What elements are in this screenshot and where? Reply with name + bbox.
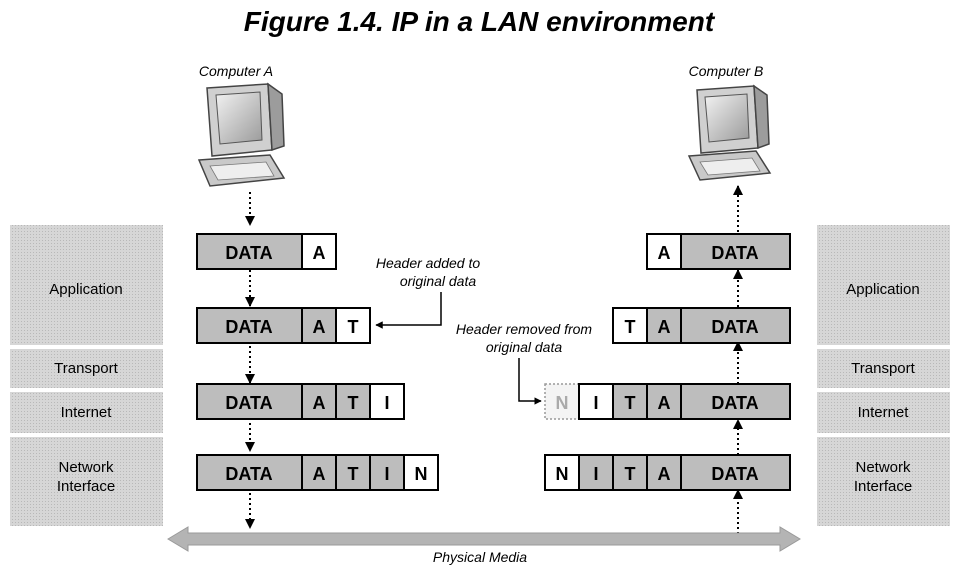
header-n (403, 454, 439, 491)
header-a (301, 454, 337, 491)
header-t-label: T (625, 464, 636, 484)
left-packet-internet: DATA A T I (196, 383, 405, 420)
right-application-label: Application (846, 281, 919, 298)
computer-a-icon (197, 82, 286, 187)
header-a-label: A (658, 317, 671, 337)
left-packet-transport: DATA A T (196, 307, 371, 344)
callout-added-line1: Header added to (376, 255, 481, 271)
data-block (196, 307, 303, 344)
data-block (196, 233, 303, 270)
header-a (646, 454, 682, 491)
callout-header-added: Header added to original data (375, 255, 481, 329)
left-internet-cell (10, 392, 163, 433)
computer-b-label: Computer B (689, 63, 764, 79)
right-internet-label: Internet (858, 404, 910, 421)
callout-added-arrow (375, 292, 442, 329)
header-i-label: I (384, 464, 389, 484)
data-label: DATA (711, 243, 758, 263)
header-t (612, 454, 648, 491)
left-transport-label: Transport (54, 360, 118, 377)
data-label: DATA (225, 464, 272, 484)
header-i (369, 383, 405, 420)
header-t (335, 454, 371, 491)
header-a-label: A (658, 464, 671, 484)
header-a-label: A (313, 243, 326, 263)
right-transport-label: Transport (851, 360, 915, 377)
header-t-label: T (348, 464, 359, 484)
header-t-label: T (348, 393, 359, 413)
callout-added-line2: original data (400, 273, 476, 289)
physical-media: Physical Media (167, 526, 801, 565)
callout-removed-line1: Header removed from (456, 321, 593, 337)
header-i-label: I (593, 464, 598, 484)
right-application-cell (817, 225, 950, 345)
left-layer-panel: Application Transport Internet Network I… (10, 225, 163, 526)
data-label: DATA (225, 393, 272, 413)
right-transport-cell (817, 349, 950, 388)
left-packet-application: DATA A (196, 233, 337, 270)
header-a-label: A (313, 317, 326, 337)
left-network-label-line1: Network (58, 459, 114, 476)
header-t (335, 383, 371, 420)
header-a-label: A (658, 243, 671, 263)
header-a (301, 233, 337, 270)
removed-header-n-label: N (556, 393, 569, 413)
computer-a-label: Computer A (199, 63, 273, 79)
header-a (301, 307, 337, 344)
data-label: DATA (225, 317, 272, 337)
header-i-label: I (593, 393, 598, 413)
header-t (612, 383, 648, 420)
physical-media-label: Physical Media (433, 549, 527, 565)
right-layer-panel: Application Transport Internet Network I… (817, 225, 950, 526)
data-label: DATA (225, 243, 272, 263)
left-network-label-line2: Interface (57, 478, 115, 495)
callout-removed-arrow (518, 358, 542, 405)
left-application-label: Application (49, 281, 122, 298)
data-block (680, 454, 791, 491)
left-internet-label: Internet (61, 404, 113, 421)
data-label: DATA (711, 464, 758, 484)
data-block (196, 383, 303, 420)
header-a-label: A (313, 464, 326, 484)
right-packet-internet: N I T A DATA (544, 383, 791, 420)
left-network-cell (10, 437, 163, 526)
figure-title: Figure 1.4. IP in a LAN environment (243, 6, 715, 37)
physical-media-bar (167, 526, 801, 552)
data-label: DATA (711, 317, 758, 337)
right-internet-cell (817, 392, 950, 433)
header-n-label: N (415, 464, 428, 484)
header-a (301, 383, 337, 420)
left-application-cell (10, 225, 163, 345)
callout-removed-line2: original data (486, 339, 562, 355)
left-packet-network: DATA A T I N (196, 454, 439, 491)
header-a-label: A (658, 393, 671, 413)
data-label: DATA (711, 393, 758, 413)
header-t-label: T (625, 393, 636, 413)
right-packet-transport: T A DATA (612, 307, 791, 344)
right-network-label-line1: Network (855, 459, 911, 476)
right-network-cell (817, 437, 950, 526)
left-transport-cell (10, 349, 163, 388)
header-t-label: T (348, 317, 359, 337)
header-i-label: I (384, 393, 389, 413)
removed-header-n (544, 383, 580, 420)
right-packet-network: N I T A DATA (544, 454, 791, 491)
data-block (680, 307, 791, 344)
header-t-label: T (625, 317, 636, 337)
data-block (680, 233, 791, 270)
header-a-label: A (313, 393, 326, 413)
right-network-label-line2: Interface (854, 478, 912, 495)
header-n-label: N (556, 464, 569, 484)
callout-header-removed: Header removed from original data (456, 321, 593, 405)
header-a (646, 307, 682, 344)
header-a (646, 383, 682, 420)
computer-b-icon (687, 84, 772, 181)
header-t (335, 307, 371, 344)
data-block (680, 383, 791, 420)
data-block (196, 454, 303, 491)
right-packet-application: A DATA (646, 233, 791, 270)
header-a (646, 233, 682, 270)
